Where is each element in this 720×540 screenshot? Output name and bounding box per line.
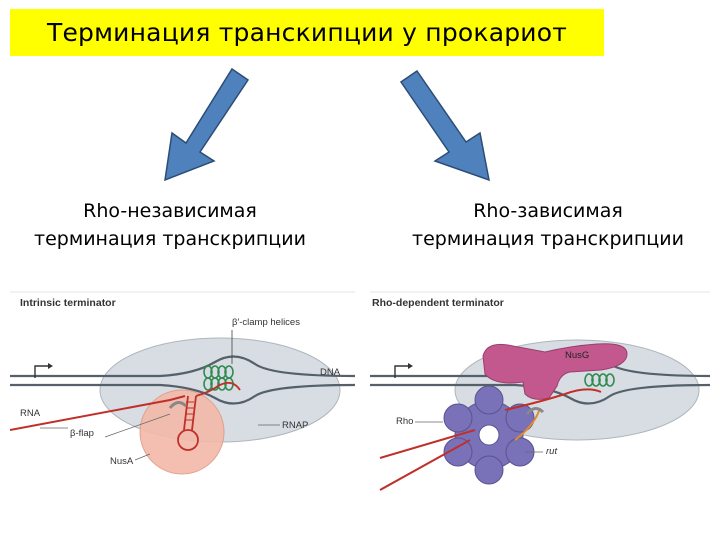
label-beta-flap: β-flap <box>70 428 94 439</box>
label-rnap: RNAP <box>282 420 309 431</box>
label-nusg: NusG <box>565 350 590 361</box>
caption-right-line2: терминация транскрипции <box>412 228 684 250</box>
caption-left-line2: терминация транскрипции <box>34 228 306 250</box>
label-rho: Rho <box>396 416 414 427</box>
arrow-right-icon <box>399 69 490 182</box>
label-rut: rut <box>546 446 558 457</box>
nusg-body <box>482 343 628 400</box>
label-rna: RNA <box>20 408 41 419</box>
arrow-left-icon <box>164 67 250 182</box>
caption-left: Rho-независимая терминация транскрипции <box>10 197 330 253</box>
label-nusa: NusA <box>110 456 134 467</box>
arrows-layer <box>164 67 490 182</box>
intrinsic-terminator-title: Intrinsic terminator <box>20 297 116 309</box>
rna-strand <box>10 395 186 431</box>
rna-strand-right <box>379 388 602 491</box>
dna-strand-top <box>10 355 356 378</box>
rho-hexamer-icon <box>443 385 535 485</box>
promoter-arrow-right-icon <box>394 365 408 378</box>
page-title: Терминация транскипции у прокариот <box>47 18 567 47</box>
rho-dependent-terminator-diagram <box>370 291 711 491</box>
title-banner: Терминация транскипции у прокариот <box>10 9 604 56</box>
caption-right-line1: Rho-зависимая <box>473 200 623 222</box>
caption-right: Rho-зависимая терминация транскрипции <box>388 197 708 253</box>
promoter-arrow-icon <box>34 365 48 378</box>
label-beta-clamp: β′-clamp helices <box>232 317 300 328</box>
beta-flap-icon <box>168 401 188 409</box>
label-dna: DNA <box>320 367 341 378</box>
rho-terminator-title: Rho-dependent terminator <box>372 297 504 309</box>
helix-right-icon <box>584 373 615 387</box>
dna-strand-bottom <box>10 383 356 405</box>
caption-left-line1: Rho-независимая <box>83 200 257 222</box>
intrinsic-terminator-diagram <box>10 291 356 475</box>
